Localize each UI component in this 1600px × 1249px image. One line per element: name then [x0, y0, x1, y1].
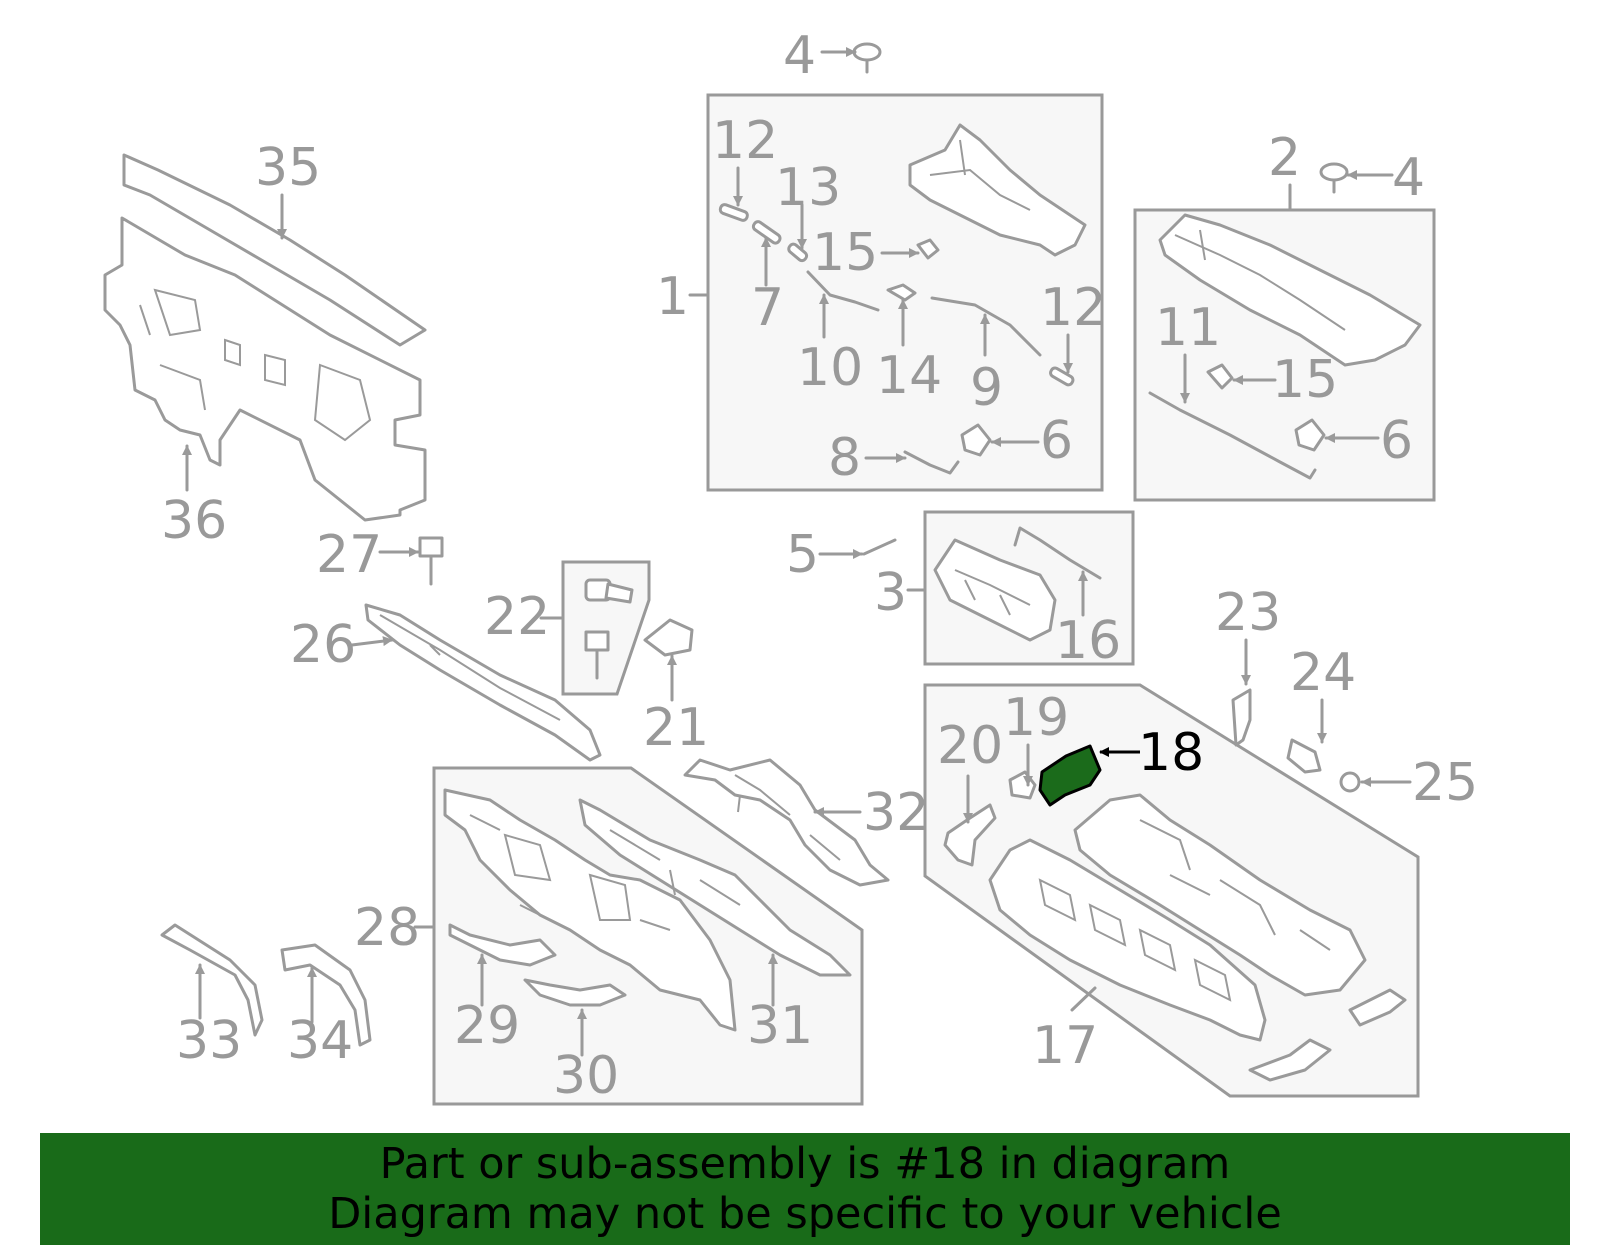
part-23-bracket — [1231, 688, 1252, 747]
info-banner: Part or sub-assembly is #18 in diagram D… — [40, 1133, 1570, 1245]
part-20-bracket — [943, 803, 997, 867]
callout-3: 3 — [874, 563, 907, 623]
callout-32: 32 — [863, 783, 929, 843]
part-15-grommet-b — [1206, 363, 1234, 390]
callout-29: 29 — [454, 996, 520, 1056]
callout-5: 5 — [786, 525, 819, 585]
part-36-detail — [139, 288, 372, 442]
part-3-detail — [954, 569, 1031, 616]
callout-7: 7 — [751, 278, 784, 338]
part-24-bolt — [1286, 738, 1322, 774]
part-27-bolt — [418, 536, 444, 586]
callout-2: 2 — [1268, 128, 1301, 188]
part-2-cowl-panel — [1158, 213, 1422, 367]
part-3-bracket — [933, 538, 1057, 642]
callout-8: 8 — [828, 428, 861, 488]
part-21-bracket — [643, 618, 694, 657]
part-1-detail — [929, 139, 1031, 211]
part-28-detail — [469, 814, 671, 931]
part-22-bolts — [584, 578, 634, 680]
callout-21: 21 — [643, 698, 709, 758]
callout-11: 11 — [1155, 298, 1221, 358]
callout-4a: 4 — [783, 26, 816, 86]
part-14-connector — [886, 283, 917, 302]
leader-lines — [182, 47, 1412, 1057]
callout-22: 22 — [484, 587, 550, 647]
part-17-cowl-front-detail — [1038, 878, 1232, 1002]
callout-12a: 12 — [712, 111, 778, 171]
part-31-detail — [609, 829, 741, 906]
callout-28: 28 — [354, 898, 420, 958]
callout-33: 33 — [176, 1011, 242, 1071]
part-10-hose — [806, 270, 880, 312]
part-26-rail — [364, 603, 602, 762]
callout-17: 17 — [1032, 1016, 1098, 1076]
callout-9: 9 — [970, 358, 1003, 418]
callout-31: 31 — [747, 996, 813, 1056]
callout-23: 23 — [1215, 583, 1281, 643]
part-26-detail — [379, 614, 561, 721]
part-28-dash-panel-lower — [443, 788, 737, 1032]
part-31-cowl-lower — [578, 798, 852, 977]
callout-35: 35 — [255, 138, 321, 198]
part-33-brace — [160, 923, 264, 1037]
callout-18-highlighted: 18 — [1138, 723, 1204, 783]
part-2-detail — [1174, 229, 1346, 331]
callout-10: 10 — [797, 338, 863, 398]
callout-15b: 15 — [1272, 350, 1338, 410]
callout-14: 14 — [876, 346, 942, 406]
callout-24: 24 — [1290, 643, 1356, 703]
callout-26: 26 — [290, 615, 356, 675]
callout-16: 16 — [1055, 611, 1121, 671]
part-8-hose — [903, 450, 960, 475]
callout-30: 30 — [553, 1046, 619, 1106]
callout-27: 27 — [316, 525, 382, 585]
part-1-cowl-panel — [908, 123, 1087, 257]
part-32-detail — [734, 774, 841, 861]
callout-34: 34 — [287, 1011, 353, 1071]
part-18-highlighted — [1038, 744, 1102, 807]
callout-4b: 4 — [1392, 148, 1425, 208]
part-17-tab-bottom — [1248, 1038, 1332, 1082]
part-12-clip-a — [718, 203, 749, 222]
part-30-bracket — [523, 978, 627, 1007]
part-35-strip — [122, 153, 427, 347]
banner-line-1: Part or sub-assembly is #18 in diagram — [379, 1139, 1231, 1189]
callout-13: 13 — [775, 158, 841, 218]
callout-25: 25 — [1412, 753, 1478, 813]
part-29-bracket — [448, 923, 557, 967]
callout-6a: 6 — [1040, 411, 1073, 471]
part-5-pin — [862, 538, 897, 556]
callout-6b: 6 — [1380, 411, 1413, 471]
part-32-brace — [683, 758, 890, 887]
part-25-nut — [1339, 771, 1361, 793]
part-6-cap-a — [960, 423, 992, 457]
part-4-pin-a — [852, 42, 882, 74]
callout-19: 19 — [1003, 688, 1069, 748]
part-7-clip — [751, 220, 782, 245]
callout-20: 20 — [937, 716, 1003, 776]
part-17-tab-right — [1348, 988, 1407, 1027]
callout-15a: 15 — [812, 223, 878, 283]
part-17-cowl-rear-detail — [1139, 819, 1331, 951]
part-6-cap-b — [1294, 418, 1326, 452]
part-9-hose — [930, 296, 1042, 357]
callout-1: 1 — [656, 267, 689, 327]
part-34-brace — [280, 943, 372, 1047]
callout-36: 36 — [161, 491, 227, 551]
part-17-cowl-rear — [1073, 793, 1367, 997]
part-4-pin-b — [1319, 162, 1349, 194]
banner-line-2: Diagram may not be specific to your vehi… — [328, 1189, 1282, 1239]
part-16-rod — [1013, 526, 1102, 580]
callout-12b: 12 — [1040, 278, 1106, 338]
part-15-grommet-a — [916, 238, 940, 260]
part-11-hose — [1148, 391, 1317, 480]
